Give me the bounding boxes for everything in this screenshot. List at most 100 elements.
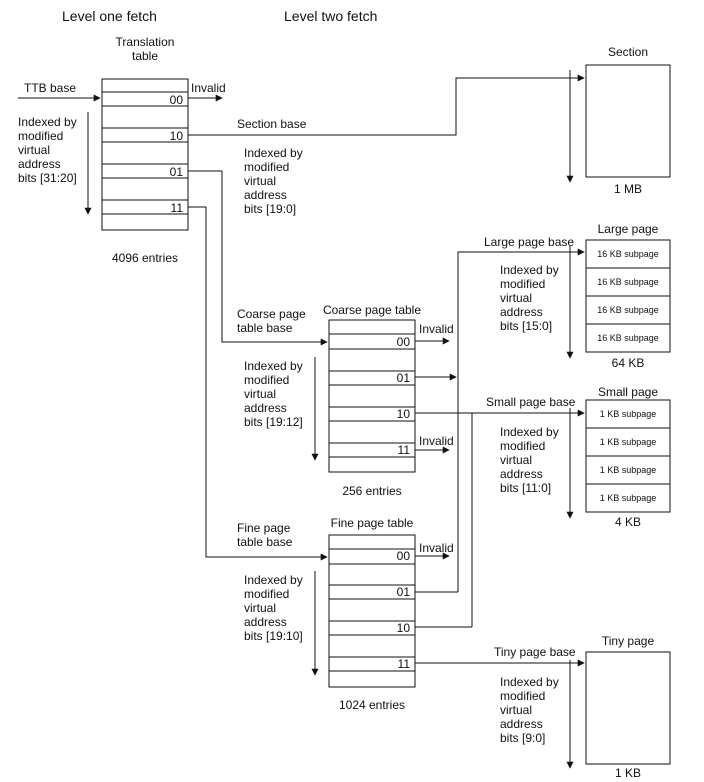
svg-text:modified: modified [18, 129, 63, 143]
tt-code-10: 10 [170, 129, 184, 143]
section-base-arrow [188, 74, 585, 136]
svg-text:virtual: virtual [244, 387, 276, 401]
small-subpage: 1 KB subpage [600, 409, 657, 419]
fine-base-label-line1: Fine page [237, 521, 291, 535]
coarse-invalid-11: Invalid [419, 434, 454, 448]
svg-text:bits [9:0]: bits [9:0] [500, 731, 545, 745]
svg-text:bits [31:20]: bits [31:20] [18, 171, 77, 185]
svg-text:address: address [500, 305, 543, 319]
fine-code-01: 01 [397, 585, 411, 599]
small-page-box: 1 KB subpage 1 KB subpage 1 KB subpage 1… [585, 399, 671, 513]
fine-code-10: 10 [397, 621, 411, 635]
fine-code-00: 00 [397, 549, 411, 563]
coarse-invalid-00: Invalid [419, 322, 454, 336]
svg-text:address: address [500, 467, 543, 481]
tiny-page-title: Tiny page [602, 634, 655, 648]
large-subpage: 16 KB subpage [597, 277, 659, 287]
fine-index-note: Indexed by modified virtual address bits… [244, 573, 303, 643]
svg-text:modified: modified [244, 373, 289, 387]
level-two-header: Level two fetch [284, 8, 377, 24]
small-subpage: 1 KB subpage [600, 437, 657, 447]
svg-text:bits [19:12]: bits [19:12] [244, 415, 303, 429]
large-page-route [457, 248, 585, 592]
svg-text:address: address [244, 615, 287, 629]
svg-text:bits [15:0]: bits [15:0] [500, 319, 552, 333]
section-index-note: Indexed by modified virtual address bits… [244, 146, 303, 216]
coarse-base-arrow [188, 170, 328, 346]
svg-text:Indexed by: Indexed by [244, 359, 303, 373]
tiny-page-base-label: Tiny page base [494, 645, 576, 659]
large-subpage: 16 KB subpage [597, 333, 659, 343]
coarse-code-11: 11 [398, 443, 411, 457]
fine-table-title: Fine page table [331, 516, 414, 530]
level-one-header: Level one fetch [62, 8, 157, 24]
translation-table-title-line2: table [132, 49, 158, 63]
fine-invalid-00: Invalid [419, 541, 454, 555]
svg-text:Indexed by: Indexed by [18, 115, 77, 129]
svg-text:virtual: virtual [18, 143, 50, 157]
translation-table: Translation table 00 10 01 11 4096 entri… [101, 35, 189, 265]
section-title: Section [608, 45, 648, 59]
svg-text:address: address [500, 717, 543, 731]
large-index-note: Indexed by modified virtual address bits… [500, 263, 559, 333]
tt-invalid-label: Invalid [191, 81, 226, 95]
tt-index-note: Indexed by modified virtual address bits… [18, 115, 77, 185]
svg-text:bits [19:0]: bits [19:0] [244, 202, 296, 216]
tt-code-01: 01 [170, 165, 184, 179]
fine-entries-count: 1024 entries [339, 698, 405, 712]
coarse-base-label-line1: Coarse page [237, 307, 306, 321]
small-subpage: 1 KB subpage [600, 493, 657, 503]
coarse-base-label-line2: table base [237, 321, 293, 335]
svg-text:address: address [244, 401, 287, 415]
coarse-code-01: 01 [397, 371, 411, 385]
fine-base-label-line2: table base [237, 535, 293, 549]
coarse-code-00: 00 [397, 335, 411, 349]
large-page-base-label: Large page base [484, 235, 574, 249]
svg-text:address: address [244, 188, 287, 202]
svg-text:modified: modified [244, 160, 289, 174]
tt-entries-count: 4096 entries [112, 251, 178, 265]
large-subpage: 16 KB subpage [597, 305, 659, 315]
small-index-note: Indexed by modified virtual address bits… [500, 425, 559, 495]
section-base-label: Section base [237, 117, 307, 131]
svg-text:virtual: virtual [244, 601, 276, 615]
large-page-box: 16 KB subpage 16 KB subpage 16 KB subpag… [585, 239, 671, 353]
translation-table-title-line1: Translation [116, 35, 175, 49]
coarse-index-note: Indexed by modified virtual address bits… [244, 359, 303, 429]
fine-code-11: 11 [398, 657, 411, 671]
coarse-entries-count: 256 entries [342, 484, 401, 498]
svg-text:bits [11:0]: bits [11:0] [500, 481, 551, 495]
tt-code-00: 00 [170, 93, 184, 107]
fine-page-table: Fine page table 00 01 10 11 1024 entries [328, 516, 416, 712]
svg-text:modified: modified [500, 277, 545, 291]
tt-code-11: 11 [171, 201, 184, 215]
coarse-page-table: Coarse page table 00 01 10 11 256 entrie… [323, 303, 421, 498]
svg-text:Indexed by: Indexed by [500, 675, 559, 689]
tiny-index-note: Indexed by modified virtual address bits… [500, 675, 559, 745]
large-page-title: Large page [598, 222, 659, 236]
large-subpage: 16 KB subpage [597, 249, 659, 259]
tiny-page-box [585, 651, 671, 765]
svg-text:address: address [18, 157, 61, 171]
svg-text:virtual: virtual [500, 291, 532, 305]
svg-text:Indexed by: Indexed by [500, 425, 559, 439]
svg-text:Indexed by: Indexed by [244, 146, 303, 160]
tiny-page-size: 1 KB [615, 766, 641, 780]
svg-text:Indexed by: Indexed by [500, 263, 559, 277]
svg-text:virtual: virtual [500, 453, 532, 467]
coarse-table-title: Coarse page table [323, 303, 421, 317]
small-page-title: Small page [598, 385, 658, 399]
small-page-size: 4 KB [615, 515, 641, 529]
svg-text:bits [19:10]: bits [19:10] [244, 629, 303, 643]
svg-text:modified: modified [500, 689, 545, 703]
svg-text:Indexed by: Indexed by [244, 573, 303, 587]
coarse-code-10: 10 [397, 407, 411, 421]
large-page-size: 64 KB [612, 356, 645, 370]
svg-text:virtual: virtual [500, 703, 532, 717]
svg-text:virtual: virtual [244, 174, 276, 188]
fine-base-arrow [188, 206, 328, 561]
svg-text:modified: modified [244, 587, 289, 601]
section-size: 1 MB [614, 182, 642, 196]
ttb-base-label: TTB base [24, 81, 76, 95]
